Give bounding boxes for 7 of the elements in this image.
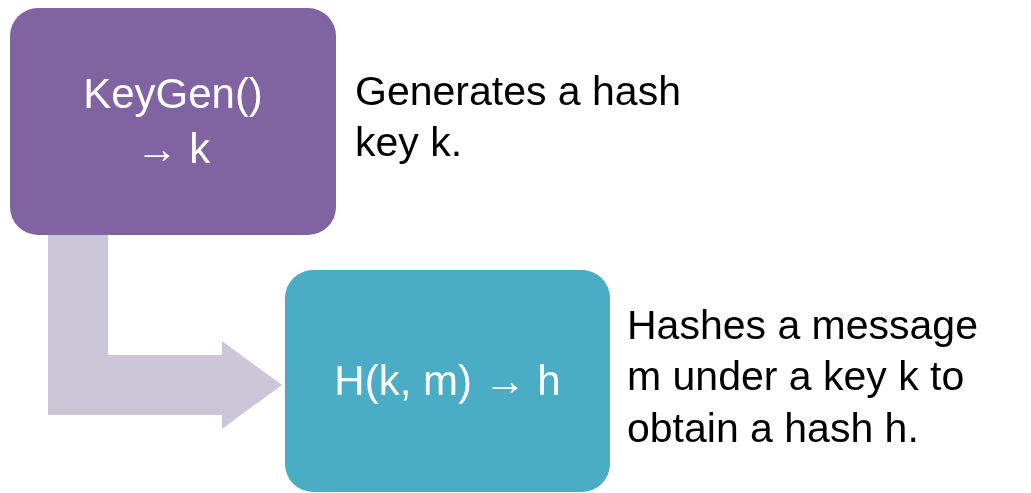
description-text: Generates a hash key k. — [355, 67, 682, 168]
bent-arrow — [48, 235, 282, 429]
rounded-box — [10, 8, 336, 235]
description-text: Hashes a message m under a key k to obtain a hash h. — [627, 301, 979, 453]
rounded-box — [285, 270, 610, 492]
function-signature: KeyGen() → k — [82, 68, 264, 174]
function-signature: H(k, m) → h — [334, 355, 561, 406]
